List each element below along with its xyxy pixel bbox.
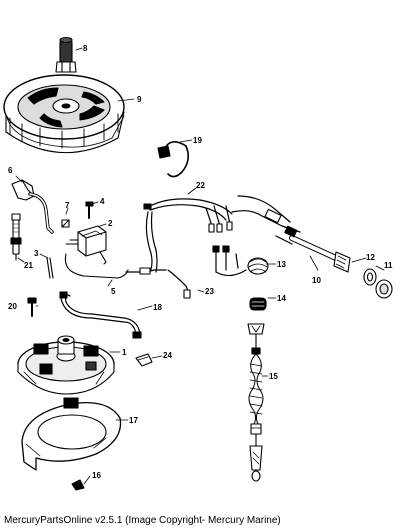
part-label-13: 13 bbox=[277, 260, 286, 269]
harness-connector-drawing[interactable] bbox=[275, 225, 351, 273]
leader-lines bbox=[15, 47, 385, 485]
lanyard-drawing[interactable] bbox=[247, 323, 265, 482]
connector-cap-drawing[interactable] bbox=[375, 279, 393, 299]
part-label-21: 21 bbox=[24, 261, 33, 270]
switch-cap-drawing[interactable] bbox=[249, 297, 267, 311]
trigger-lead-drawing[interactable] bbox=[59, 291, 142, 339]
bracket-drawing[interactable] bbox=[135, 353, 153, 367]
retainer-clip-drawing[interactable] bbox=[71, 479, 85, 491]
part-label-7: 7 bbox=[65, 201, 70, 210]
part-label-17: 17 bbox=[129, 416, 138, 425]
part-label-19: 19 bbox=[193, 136, 202, 145]
part-label-24: 24 bbox=[163, 351, 172, 360]
part-label-18: 18 bbox=[153, 303, 162, 312]
stator-plate-drawing[interactable] bbox=[17, 335, 115, 395]
part-label-20: 20 bbox=[8, 302, 17, 311]
flywheel-nut-drawing[interactable] bbox=[55, 36, 77, 73]
part-label-16: 16 bbox=[92, 471, 101, 480]
part-label-3: 3 bbox=[34, 249, 39, 258]
part-label-9: 9 bbox=[137, 95, 142, 104]
part-label-5: 5 bbox=[111, 287, 116, 296]
part-label-11: 11 bbox=[384, 261, 393, 270]
ground-pin-drawing[interactable] bbox=[46, 257, 54, 279]
wire-clamp-drawing[interactable] bbox=[157, 141, 190, 178]
stator-screw-drawing[interactable] bbox=[27, 297, 37, 317]
part-label-15: 15 bbox=[269, 372, 278, 381]
coil-screw-drawing[interactable] bbox=[85, 201, 94, 219]
trigger-plate-drawing[interactable] bbox=[21, 397, 122, 471]
spark-plug-drawing[interactable] bbox=[10, 213, 22, 261]
ignition-coil-drawing[interactable] bbox=[65, 225, 107, 265]
part-labels: 8 9 19 6 22 4 7 2 3 21 13 12 11 10 5 23 … bbox=[8, 44, 393, 480]
spark-plug-boot-drawing[interactable] bbox=[11, 179, 54, 234]
part-label-23: 23 bbox=[205, 287, 214, 296]
part-label-1: 1 bbox=[122, 348, 127, 357]
part-label-14: 14 bbox=[277, 294, 286, 303]
part-label-12: 12 bbox=[366, 253, 375, 262]
image-caption: MercuryPartsOnline v2.5.1 (Image Copyrig… bbox=[4, 515, 281, 526]
grommet-drawing[interactable] bbox=[363, 268, 377, 286]
part-label-22: 22 bbox=[196, 181, 205, 190]
wiring-harness-drawing[interactable] bbox=[143, 195, 291, 273]
part-label-8: 8 bbox=[83, 44, 88, 53]
part-label-2: 2 bbox=[108, 219, 113, 228]
flywheel-drawing[interactable] bbox=[3, 74, 125, 154]
part-label-10: 10 bbox=[312, 276, 321, 285]
part-label-4: 4 bbox=[100, 197, 105, 206]
stop-switch-drawing[interactable] bbox=[212, 245, 269, 277]
coil-lead-wire bbox=[64, 253, 129, 279]
stator-lead-drawing[interactable] bbox=[125, 267, 191, 299]
part-label-6: 6 bbox=[8, 166, 13, 175]
insulator-drawing[interactable] bbox=[61, 219, 70, 228]
